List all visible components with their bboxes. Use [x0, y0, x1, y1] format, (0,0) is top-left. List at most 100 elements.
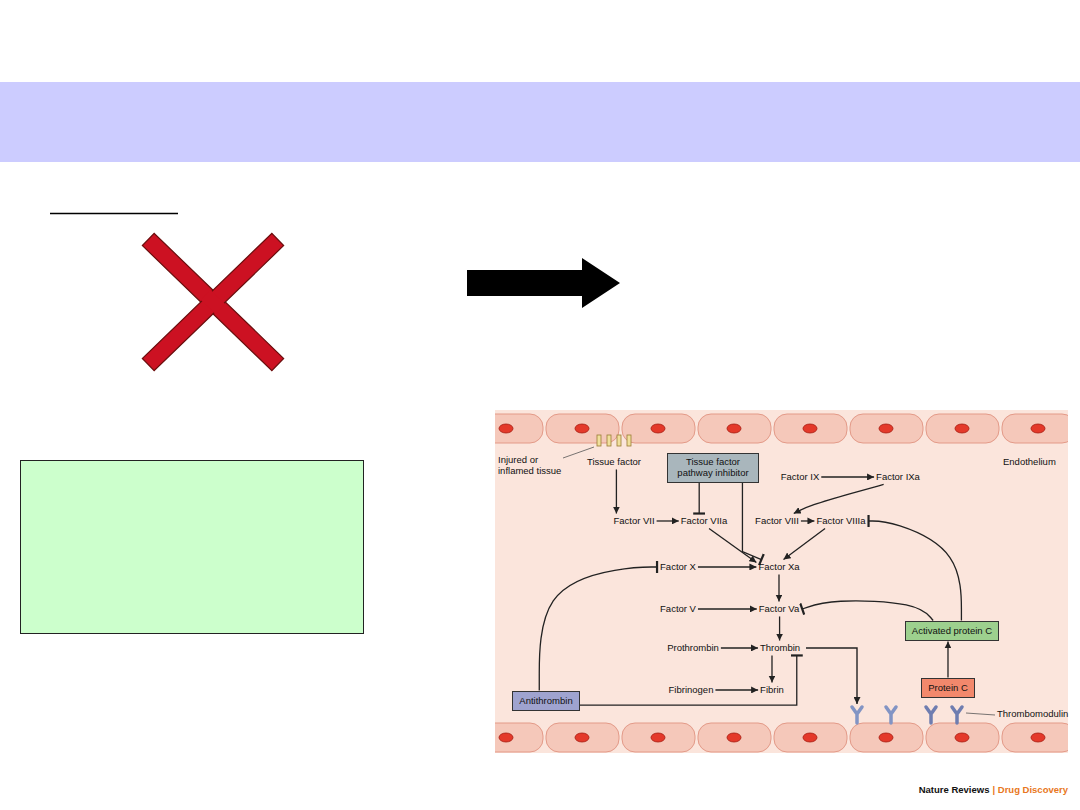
factor-label: Factor VIIIa	[814, 514, 867, 529]
factor-label: Factor VIIa	[679, 514, 729, 529]
tissue-factor-symbol	[597, 435, 631, 446]
node-text: Factor V	[660, 604, 696, 615]
part-label: Injured or inflamed tissue	[498, 455, 566, 477]
receptor	[852, 707, 862, 723]
cell-body	[1002, 414, 1068, 443]
endothelium-cells	[495, 414, 1068, 752]
cell-nucleus	[499, 424, 513, 433]
factor-label: Factor VIII	[753, 514, 801, 529]
endothelial-cell	[850, 723, 923, 752]
endothelial-cell	[495, 414, 543, 443]
cell-body	[495, 414, 543, 443]
endothelial-cell	[926, 723, 999, 752]
factor-label: Thrombin	[758, 641, 802, 656]
factor-label: Factor V	[658, 602, 698, 617]
caption-row: Nature Reviews| Drug Discovery	[919, 785, 1068, 796]
cell-nucleus	[651, 733, 665, 742]
vessel-lumen	[495, 410, 1068, 753]
cell-nucleus	[803, 424, 817, 433]
connector	[779, 616, 780, 640]
protein-box: Protein C	[921, 678, 975, 699]
connector	[947, 641, 948, 677]
connector	[771, 655, 772, 682]
connector	[616, 469, 617, 513]
receptor	[607, 435, 611, 446]
receptor	[627, 435, 631, 446]
factor-label: Prothrombin	[665, 641, 721, 656]
cross-bar	[142, 233, 283, 370]
cell-body	[698, 723, 771, 752]
node-text: Factor VIIIa	[816, 516, 865, 527]
endothelial-cell	[698, 414, 771, 443]
node-text: Fibrinogen	[669, 685, 714, 696]
thrombin-receptor-arrow	[806, 648, 857, 704]
thrombomodulin-symbols	[852, 707, 962, 723]
receptor	[952, 707, 962, 723]
inhibitor-box: Antithrombin	[512, 691, 579, 712]
cell-body	[926, 723, 999, 752]
figure	[495, 410, 1068, 753]
node-text: Tissue factor	[587, 457, 641, 468]
cell-nucleus	[955, 424, 969, 433]
connector	[869, 521, 962, 621]
connector	[709, 528, 756, 562]
red-cross	[142, 233, 283, 370]
connector	[801, 520, 815, 521]
factor-label: Factor IXa	[874, 470, 922, 485]
note-box	[21, 461, 364, 634]
cell-body	[774, 414, 847, 443]
cell-body	[1002, 723, 1068, 752]
endothelial-cell	[546, 723, 619, 752]
factor-label: Factor Xa	[756, 560, 801, 575]
connector	[821, 476, 874, 477]
connector	[657, 520, 679, 521]
caption-text: Nature Reviews	[919, 785, 990, 796]
endothelial-cell	[1002, 414, 1068, 443]
block-arrow	[467, 258, 620, 308]
factor-label: Fibrin	[758, 683, 786, 698]
cell-nucleus	[879, 424, 893, 433]
cell-body	[850, 723, 923, 752]
cell-body	[850, 414, 923, 443]
inhibitor-box: Tissue factor pathway inhibitor	[667, 453, 759, 483]
cell-nucleus	[651, 424, 665, 433]
cell-body	[546, 723, 619, 752]
endothelial-cell	[774, 723, 847, 752]
connector	[698, 608, 757, 609]
connector	[784, 528, 826, 559]
receptor	[886, 707, 896, 723]
node-text: Protein C	[928, 683, 968, 694]
cell-nucleus	[955, 733, 969, 742]
node-text: Prothrombin	[667, 643, 719, 654]
connector	[794, 484, 884, 513]
endothelial-cell	[1002, 723, 1068, 752]
protein-box: Activated protein C	[905, 621, 999, 642]
node-text: Tissue factor pathway inhibitor	[672, 457, 754, 479]
part-label: Thrombomodulin	[997, 709, 1068, 720]
node-text: Factor IX	[781, 472, 820, 483]
cell-body	[495, 723, 543, 752]
cross-center	[201, 290, 225, 314]
cell-body	[622, 414, 695, 443]
cell-nucleus	[1031, 424, 1045, 433]
node-text: Factor X	[660, 562, 696, 573]
receptor	[617, 435, 621, 446]
cell-nucleus	[1031, 733, 1045, 742]
node-text: Factor IXa	[876, 472, 920, 483]
heading-underline	[50, 213, 178, 215]
endothelial-cell	[495, 723, 543, 752]
factor-label: Tissue factor	[585, 455, 643, 470]
node-text: Fibrin	[760, 685, 784, 696]
receptor	[926, 707, 936, 723]
cell-nucleus	[575, 733, 589, 742]
connector	[580, 655, 797, 705]
cross-bar	[142, 233, 283, 370]
node-text: Factor Xa	[758, 562, 799, 573]
cell-nucleus	[575, 424, 589, 433]
receptor	[597, 435, 601, 446]
title-band	[0, 82, 1080, 162]
node-text: Factor Va	[759, 604, 799, 615]
leader-line	[966, 713, 995, 715]
cell-nucleus	[879, 733, 893, 742]
